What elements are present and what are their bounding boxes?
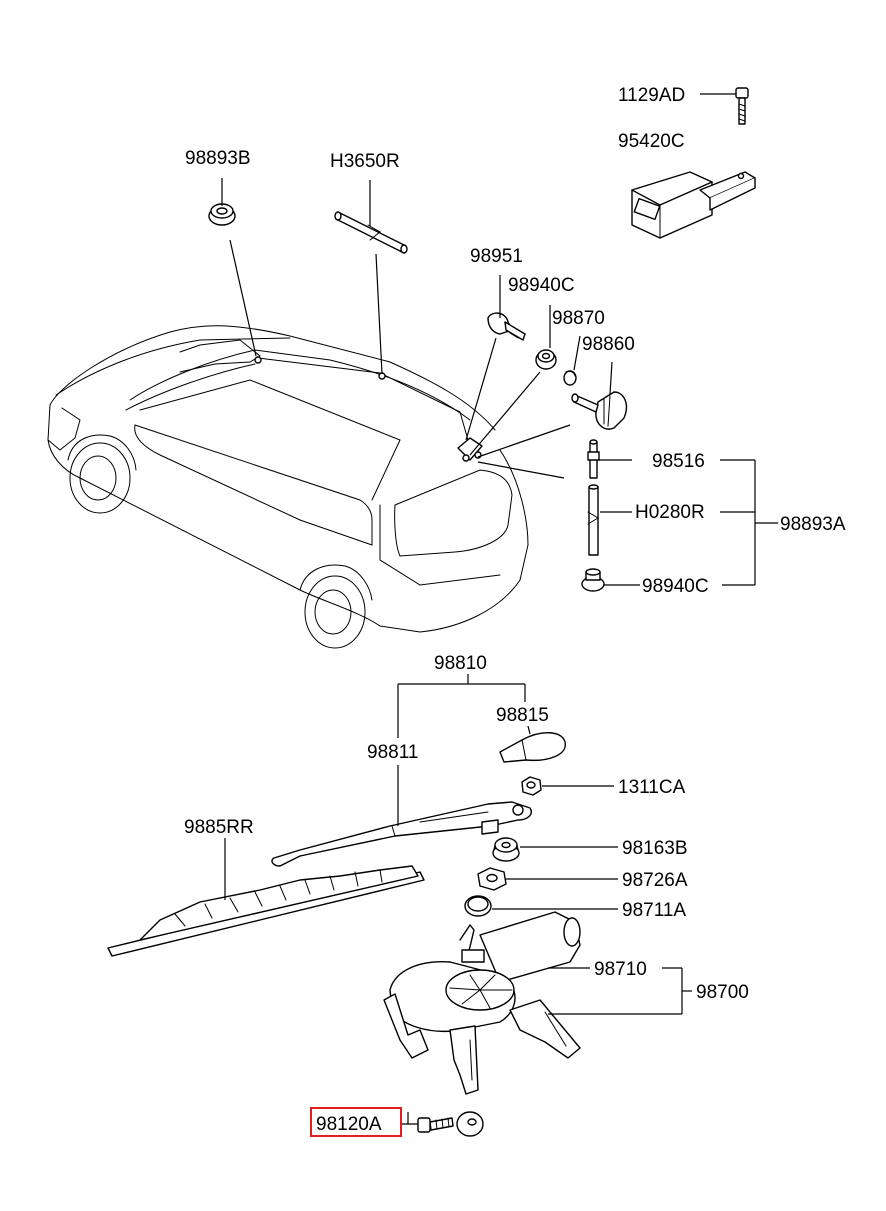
label-98120A[interactable]: 98120A — [316, 1114, 382, 1135]
washer-98711A-icon — [464, 895, 492, 917]
label-98860: 98860 — [582, 334, 635, 355]
label-H0280R: H0280R — [635, 502, 705, 523]
relay-95420C-icon — [631, 171, 756, 239]
label-98893B: 98893B — [185, 148, 251, 169]
motor-98710-icon — [383, 911, 581, 1095]
grommet-98940C-top-icon — [535, 349, 557, 370]
label-98810: 98810 — [434, 653, 487, 674]
label-98940C-bottom: 98940C — [642, 576, 709, 597]
bushing-98163B-icon — [492, 837, 520, 862]
label-98893A: 98893A — [780, 514, 846, 535]
leader-lines — [221, 93, 778, 1125]
nozzle-98860-icon — [571, 391, 628, 430]
label-98516: 98516 — [652, 451, 705, 472]
label-1129AD: 1129AD — [618, 85, 685, 106]
label-98951: 98951 — [470, 246, 523, 267]
grommet-98940C-bottom-icon — [581, 568, 605, 592]
label-98726A: 98726A — [622, 870, 688, 891]
wiper-arm-98811-icon — [271, 801, 532, 867]
nut-98726A-icon — [477, 867, 507, 891]
wiper-blade-9885RR-icon — [107, 865, 425, 957]
label-98870: 98870 — [552, 308, 605, 329]
label-1311CA: 1311CA — [618, 777, 686, 798]
part-labels: 1129AD 95420C 98893B H3650R 98951 98940C… — [184, 85, 846, 1137]
cap-98870-icon — [563, 370, 577, 386]
label-98815: 98815 — [496, 705, 549, 726]
connector-98516-icon — [587, 439, 600, 479]
highlight-box-98120A — [310, 1107, 402, 1137]
label-98811: 98811 — [367, 742, 418, 763]
label-98700: 98700 — [696, 982, 749, 1003]
cap-98815-icon — [499, 732, 566, 763]
grommet-98893B-icon — [208, 203, 236, 226]
label-98711A: 98711A — [622, 900, 686, 921]
label-95420C: 95420C — [618, 131, 685, 152]
nut-1311CA-icon — [521, 776, 542, 796]
bolt-1129AD-icon — [735, 87, 749, 125]
bolt-98120A-icon — [417, 1111, 484, 1137]
label-H3650R: H3650R — [330, 151, 400, 172]
vehicle-outline — [47, 325, 529, 649]
label-98163B: 98163B — [622, 838, 688, 859]
label-98710: 98710 — [594, 959, 647, 980]
label-9885RR: 9885RR — [184, 817, 254, 838]
hose-H0280R-icon — [587, 484, 599, 556]
clip-98951-icon — [487, 312, 526, 341]
hose-H3650R-icon — [334, 211, 408, 254]
label-98940C-top: 98940C — [508, 275, 575, 296]
